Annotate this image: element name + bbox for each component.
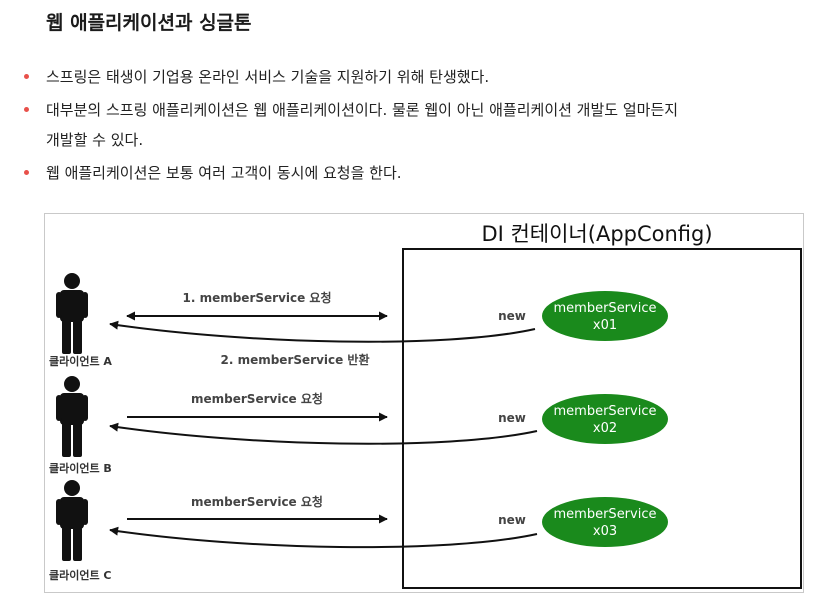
bullet-list: 스프링은 태생이 기업용 온라인 서비스 기술을 지원하기 위해 탄생했다. 대… (22, 62, 812, 188)
client-b-label: 클라이언트 B (49, 461, 112, 475)
new-label-b: new (498, 411, 526, 425)
return-arrow-c (109, 526, 538, 549)
di-container-title: DI 컨테이너(AppConfig) (481, 222, 712, 246)
return-arrow-b (109, 422, 538, 445)
node-id-x01: x01 (593, 318, 617, 333)
new-label-c: new (498, 513, 526, 527)
client-a-person-icon (56, 273, 88, 354)
client-c-person-icon (56, 480, 88, 561)
page-title: 웹 애플리케이션과 싱글톤 (46, 12, 252, 34)
member-service-node-x03 (542, 497, 668, 547)
request-label-b: memberService 요청 (191, 391, 323, 406)
bullet-dot-icon (24, 74, 29, 79)
bullet-item: 대부분의 스프링 애플리케이션은 웹 애플리케이션이다. 물론 웹이 아닌 애플… (22, 95, 812, 155)
new-label-a: new (498, 309, 526, 323)
request-label-a: 1. memberService 요청 (182, 290, 331, 305)
client-a-label: 클라이언트 A (49, 354, 112, 368)
bullet-item: 스프링은 태생이 기업용 온라인 서비스 기술을 지원하기 위해 탄생했다. (22, 62, 812, 92)
bullet-text: 대부분의 스프링 애플리케이션은 웹 애플리케이션이다. 물론 웹이 아닌 애플… (46, 101, 679, 119)
node-id-x02: x02 (593, 421, 617, 436)
response-label-a: 2. memberService 반환 (220, 352, 369, 367)
bullet-text: 스프링은 태생이 기업용 온라인 서비스 기술을 지원하기 위해 탄생했다. (46, 68, 490, 86)
bullet-text-continued: 개발할 수 있다. (46, 131, 144, 149)
client-b-person-icon (56, 376, 88, 457)
di-container-box (402, 248, 802, 589)
request-label-c: memberService 요청 (191, 494, 323, 509)
node-name-x01: memberService (554, 301, 657, 316)
node-name-x03: memberService (554, 507, 657, 522)
node-name-x02: memberService (554, 404, 657, 419)
singleton-diagram: DI 컨테이너(AppConfig) 클라이언트 A 1. memberServ… (44, 213, 804, 593)
client-c-label: 클라이언트 C (49, 568, 112, 582)
bullet-dot-icon (24, 170, 29, 175)
member-service-node-x02 (542, 394, 668, 444)
return-arrow-a (109, 320, 536, 343)
member-service-node-x01 (542, 291, 668, 341)
bullet-dot-icon (24, 107, 29, 112)
node-id-x03: x03 (593, 524, 617, 539)
bullet-item: 웹 애플리케이션은 보통 여러 고객이 동시에 요청을 한다. (22, 158, 812, 188)
bullet-text: 웹 애플리케이션은 보통 여러 고객이 동시에 요청을 한다. (46, 164, 402, 182)
